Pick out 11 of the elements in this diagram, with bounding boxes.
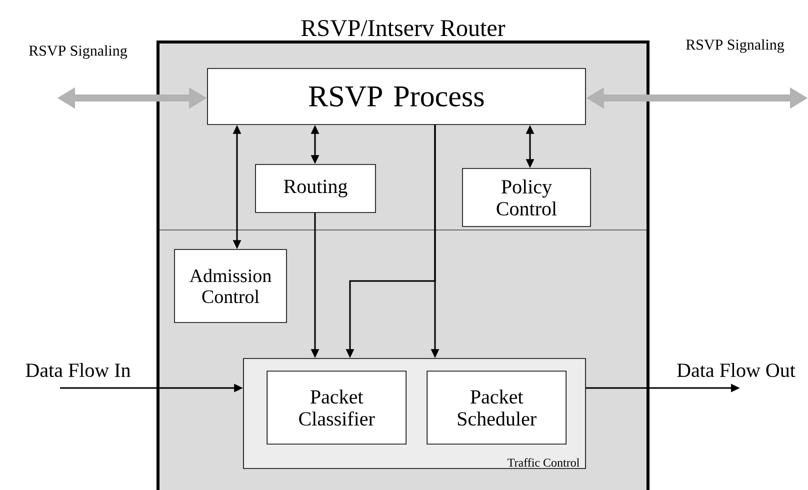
process-box: Packet Classifier: [266, 370, 406, 444]
node-label: RSVP/Intserv Router: [301, 20, 506, 36]
process-box: Packet Scheduler: [426, 370, 566, 444]
signal-label: RSVP Signaling: [686, 39, 784, 53]
process-box: Policy Control: [462, 168, 591, 227]
edge-label: Data Flow In: [26, 362, 130, 378]
process-box: Routing: [255, 164, 376, 213]
process-box: Admission Control: [174, 249, 287, 323]
signal-label: RSVP Signaling: [29, 45, 128, 59]
edge-label: Data Flow Out: [677, 362, 796, 378]
process-box: RSVP Process: [207, 68, 586, 125]
